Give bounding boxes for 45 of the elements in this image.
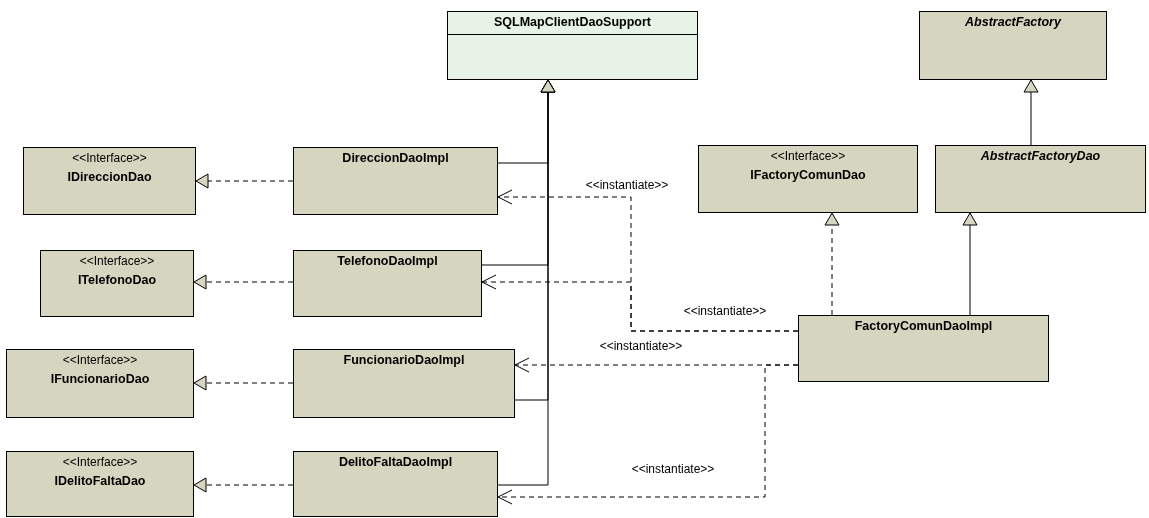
interface-box: [698, 145, 918, 213]
inheritance-arrow: [195, 173, 294, 189]
class-box: [798, 315, 1049, 382]
class-name: IDireccionDao: [67, 170, 152, 185]
edge-label: <<instantiate>>: [584, 178, 670, 192]
class-name: FactoryComunDaoImpl: [854, 319, 993, 334]
class-name: DireccionDaoImpl: [342, 151, 449, 166]
inheritance-arrow: [497, 79, 556, 486]
stereotype-label: <<Interface>>: [62, 353, 138, 367]
inheritance-arrow: [824, 212, 840, 316]
class-name: AbstractFactoryDao: [980, 149, 1101, 164]
dependency-arrow: [481, 274, 799, 332]
edge-label: <<instantiate>>: [630, 462, 716, 476]
class-name: IFactoryComunDao: [750, 168, 866, 183]
inheritance-arrow: [193, 375, 294, 391]
class-name: SQLMapClientDaoSupport: [448, 12, 697, 35]
inheritance-arrow: [193, 477, 294, 493]
edge-label: <<instantiate>>: [598, 339, 684, 353]
class-name: IFuncionarioDao: [50, 372, 150, 387]
class-name: IDelitoFaltaDao: [54, 474, 146, 489]
class-name: AbstractFactory: [965, 15, 1061, 30]
stereotype-label: <<Interface>>: [72, 151, 147, 165]
class-name: TelefonoDaoImpl: [337, 254, 438, 269]
edge-label: <<instantiate>>: [682, 304, 768, 318]
interface-box: [23, 147, 196, 215]
inheritance-arrow: [962, 212, 978, 316]
class-name: FuncionarioDaoImpl: [343, 353, 465, 368]
class-box: [293, 250, 482, 317]
stereotype-label: <<Interface>>: [79, 254, 155, 268]
class-box: [293, 451, 498, 517]
inheritance-arrow: [1023, 79, 1039, 146]
class-box: [447, 11, 698, 80]
class-box: [293, 349, 515, 418]
class-box: [919, 11, 1107, 80]
interface-box: [6, 349, 194, 418]
dependency-arrow: [497, 364, 799, 505]
class-name: ITelefonoDao: [77, 273, 157, 288]
inheritance-arrow: [193, 274, 294, 290]
class-name: DelitoFaltaDaoImpl: [338, 455, 453, 470]
class-box: [935, 145, 1146, 213]
class-box: [293, 147, 498, 215]
stereotype-label: <<Interface>>: [770, 149, 846, 163]
interface-box: [40, 250, 194, 317]
interface-box: [6, 451, 194, 517]
stereotype-label: <<Interface>>: [62, 455, 138, 469]
